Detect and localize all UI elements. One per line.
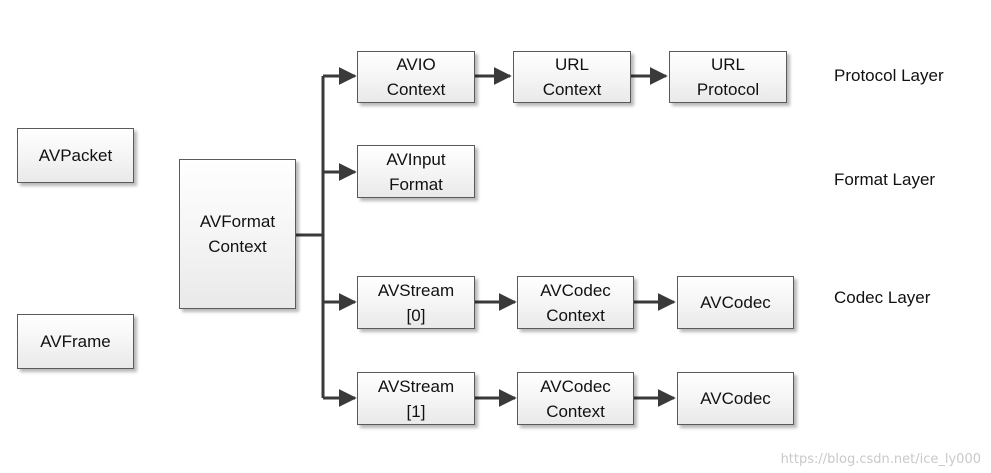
- codec-layer-label: Codec Layer: [834, 288, 931, 307]
- url-context-box: URL Context: [513, 51, 631, 103]
- avcodec-context1-box: AVCodec Context: [517, 372, 634, 425]
- avio-context-box: AVIO Context: [357, 51, 475, 103]
- format-layer-label: Format Layer: [834, 170, 936, 189]
- avformat-context-box: AVFormat Context: [179, 159, 296, 309]
- avstream0-box: AVStream [0]: [357, 276, 475, 329]
- avinput-format-box: AVInput Format: [357, 145, 475, 198]
- avstream1-box: AVStream [1]: [357, 372, 475, 425]
- url-protocol-box: URL Protocol: [669, 51, 787, 103]
- protocol-layer-label: Protocol Layer: [834, 66, 944, 85]
- avcodec0-box: AVCodec: [677, 276, 794, 329]
- avpacket-box: AVPacket: [17, 128, 134, 183]
- watermark: https://blog.csdn.net/ice_ly000: [780, 452, 981, 467]
- avcodec1-box: AVCodec: [677, 372, 794, 425]
- avcodec-context0-box: AVCodec Context: [517, 276, 634, 329]
- avframe-box: AVFrame: [17, 314, 134, 369]
